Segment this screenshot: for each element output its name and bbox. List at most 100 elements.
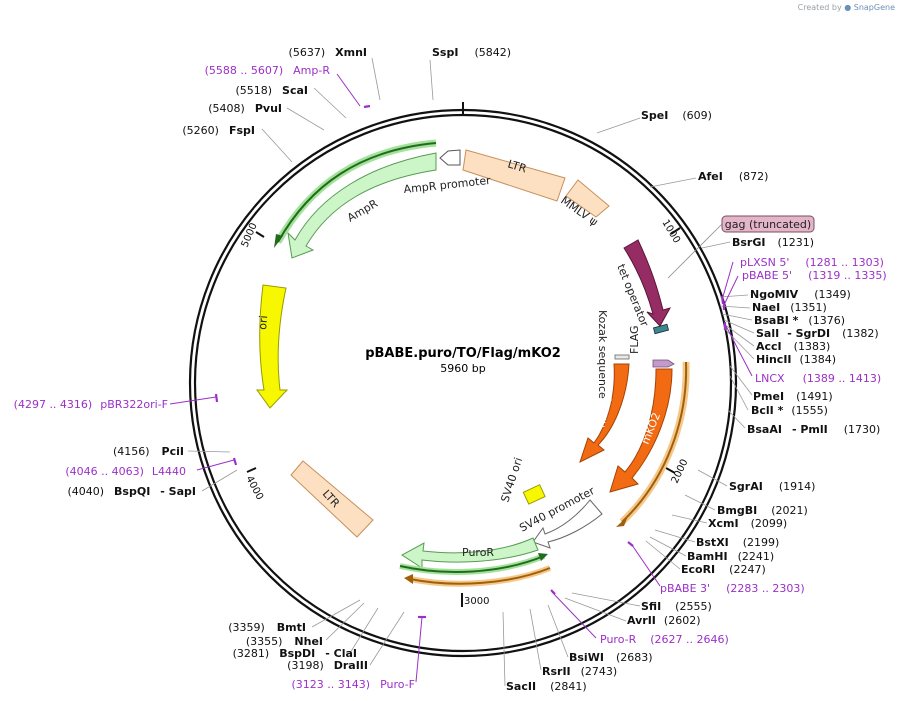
feature-gag-label: gag (truncated) <box>725 218 811 231</box>
site-bsabi[interactable]: BsaBI *(1376) <box>754 314 845 327</box>
site-bspdi-clai[interactable]: (3281)BspDI- ClaI <box>233 647 357 660</box>
site-draiii[interactable]: (3198) DraIII <box>287 659 368 672</box>
leader-nhei <box>325 602 365 641</box>
primer-pbr322ori-f[interactable]: (4297 .. 4316)pBR322ori-F <box>14 398 168 411</box>
site-draiii-name: DraIII <box>334 659 368 672</box>
primer-puro-f[interactable]: (3123 .. 3143)Puro-F <box>292 678 416 691</box>
site-spei[interactable]: SpeI(609) <box>641 109 712 122</box>
primer-plxsn-5[interactable]: pLXSN 5'(1281 .. 1303) <box>740 256 884 269</box>
site-draiii-pos: (3198) <box>287 659 324 672</box>
site-sfii-pos: (2555) <box>675 600 712 613</box>
site-sali-name: SalI <box>756 327 779 340</box>
feature-mko2[interactable] <box>609 368 673 493</box>
site-pmei[interactable]: PmeI(1491) <box>753 390 833 403</box>
feature-ltr-top[interactable] <box>462 149 566 202</box>
primer-puro-r[interactable]: Puro-R(2627 .. 2646) <box>600 633 729 646</box>
site-bspqi-sapi[interactable]: (4040)BspQI- SapI <box>67 485 196 498</box>
site-hincii-pos: (1384) <box>800 353 837 366</box>
site-fspi-name: FspI <box>229 124 255 137</box>
site-rsrii[interactable]: RsrII(2743) <box>542 665 617 678</box>
feature-tet-operator-site[interactable] <box>652 323 670 335</box>
site-naei[interactable]: NaeI(1351) <box>752 301 827 314</box>
site-sali-sgrdi[interactable]: SalI- SgrDI(1382) <box>756 327 879 340</box>
site-acci-pos: (1383) <box>794 340 831 353</box>
primer-puro-r-name: Puro-R <box>600 633 637 646</box>
feature-sv40-ori[interactable] <box>522 484 546 505</box>
credit: Created by ● SnapGene <box>798 3 895 12</box>
site-acci[interactable]: AccI (1383) <box>756 340 830 353</box>
primer-pbr322ori-f-name: pBR322ori-F <box>100 398 168 411</box>
site-fspi[interactable]: (5260) FspI <box>182 124 255 137</box>
feature-puror[interactable] <box>401 537 539 569</box>
feature-flag[interactable] <box>652 359 675 368</box>
feature-sv40-promoter[interactable] <box>532 499 603 549</box>
site-scai-name: ScaI <box>282 84 308 97</box>
site-xcmi-pos: (2099) <box>751 517 788 530</box>
primer-l4440[interactable]: (4046 .. 4063)L4440 <box>65 465 186 478</box>
leader-bsabi <box>721 313 753 321</box>
site-hincii[interactable]: HincII(1384) <box>756 353 836 366</box>
site-bcli[interactable]: BclI *(1555) <box>751 404 828 417</box>
leader-bmti <box>311 599 361 628</box>
site-xmni[interactable]: (5637)XmnI <box>289 46 367 59</box>
site-bsaai-pos: (1730) <box>844 423 881 436</box>
site-avrii[interactable]: AvrII(2602) <box>627 614 700 627</box>
primer-amp-r[interactable]: (5588 .. 5607)Amp-R <box>205 64 331 77</box>
feature-ori[interactable] <box>256 284 289 409</box>
site-afei[interactable]: AfeI(872) <box>698 170 768 183</box>
site-bsaai-pmli[interactable]: BsaAI- PmlI(1730) <box>747 423 880 436</box>
feature-puror-orf-arrowhead <box>538 553 548 561</box>
site-sgrai[interactable]: SgrAI(1914) <box>729 480 815 493</box>
primer-markers <box>214 104 727 619</box>
credit-brand: SnapGene <box>853 3 895 12</box>
primer-leader-pbabe3 <box>631 544 661 587</box>
leader-xmni <box>371 57 381 101</box>
site-sfii[interactable]: SfiI (2555) <box>641 600 712 613</box>
site-sspi[interactable]: SspI(5842) <box>432 46 511 59</box>
site-bsiwi[interactable]: BsiWI(2683) <box>569 651 653 664</box>
site-spei-pos: (609) <box>682 109 712 122</box>
site-fspi-pos: (5260) <box>182 124 219 137</box>
plasmid-name: pBABE.puro/TO/Flag/mKO2 <box>365 346 561 361</box>
site-ecori[interactable]: EcoRI(2247) <box>681 563 766 576</box>
site-xcmi[interactable]: XcmI(2099) <box>708 517 787 530</box>
site-ngomiv[interactable]: NgoMIV(1349) <box>750 288 851 301</box>
leader-sspi <box>429 59 434 101</box>
site-nhei[interactable]: (3355)NheI <box>246 635 323 648</box>
site-pcii[interactable]: (4156)PciI <box>113 445 184 458</box>
site-acci-name: AccI <box>756 340 782 353</box>
site-bmgbi[interactable]: BmgBI(2021) <box>717 504 808 517</box>
site-bstxi[interactable]: BstXI(2199) <box>696 536 779 549</box>
feature-kozak[interactable] <box>614 354 630 360</box>
primer-leaders <box>169 73 753 683</box>
feature-ampr-promoter[interactable] <box>439 149 461 166</box>
site-bspqi-name: BspQI <box>114 485 150 498</box>
site-sgrai-pos: (1914) <box>779 480 816 493</box>
primer-amp-r-pos: (5588 .. 5607) <box>205 64 284 77</box>
site-bamhi[interactable]: BamHI(2241) <box>687 550 774 563</box>
feature-ltr-bottom[interactable] <box>290 460 374 538</box>
site-bsabi-name: BsaBI * <box>754 314 799 327</box>
site-afei-name: AfeI <box>698 170 723 183</box>
feature-tet-operator[interactable] <box>623 239 672 327</box>
site-bspqi-pos: (4040) <box>67 485 104 498</box>
site-bsrgi[interactable]: BsrGI(1231) <box>732 236 814 249</box>
site-sacii[interactable]: SacII(2841) <box>506 680 587 693</box>
site-scai[interactable]: (5518)ScaI <box>235 84 308 97</box>
feature-hmko[interactable] <box>579 363 630 463</box>
primer-lncx-pos: (1389 .. 1413) <box>803 372 882 385</box>
site-sfii-name: SfiI <box>641 600 661 613</box>
site-bmti[interactable]: (3359)BmtI <box>228 621 306 634</box>
feature-mmlv-psi[interactable] <box>565 179 610 218</box>
primer-lncx[interactable]: LNCX(1389 .. 1413) <box>755 372 881 385</box>
leader-afei <box>649 177 697 188</box>
leader-sacii <box>502 611 506 687</box>
primer-pbabe-3[interactable]: pBABE 3'(2283 .. 2303) <box>660 582 805 595</box>
feature-puror-orf2-arrowhead <box>404 574 413 584</box>
feature-ampr[interactable] <box>287 152 437 259</box>
feature-ampr-promoter-label: AmpR promoter <box>403 174 492 196</box>
primer-pbabe-5[interactable]: pBABE 5'(1319 .. 1335) <box>742 269 887 282</box>
plasmid-size: 5960 bp <box>440 362 485 375</box>
primer-plxsn-5-name: pLXSN 5' <box>740 256 789 269</box>
site-pvui[interactable]: (5408)PvuI <box>208 102 282 115</box>
